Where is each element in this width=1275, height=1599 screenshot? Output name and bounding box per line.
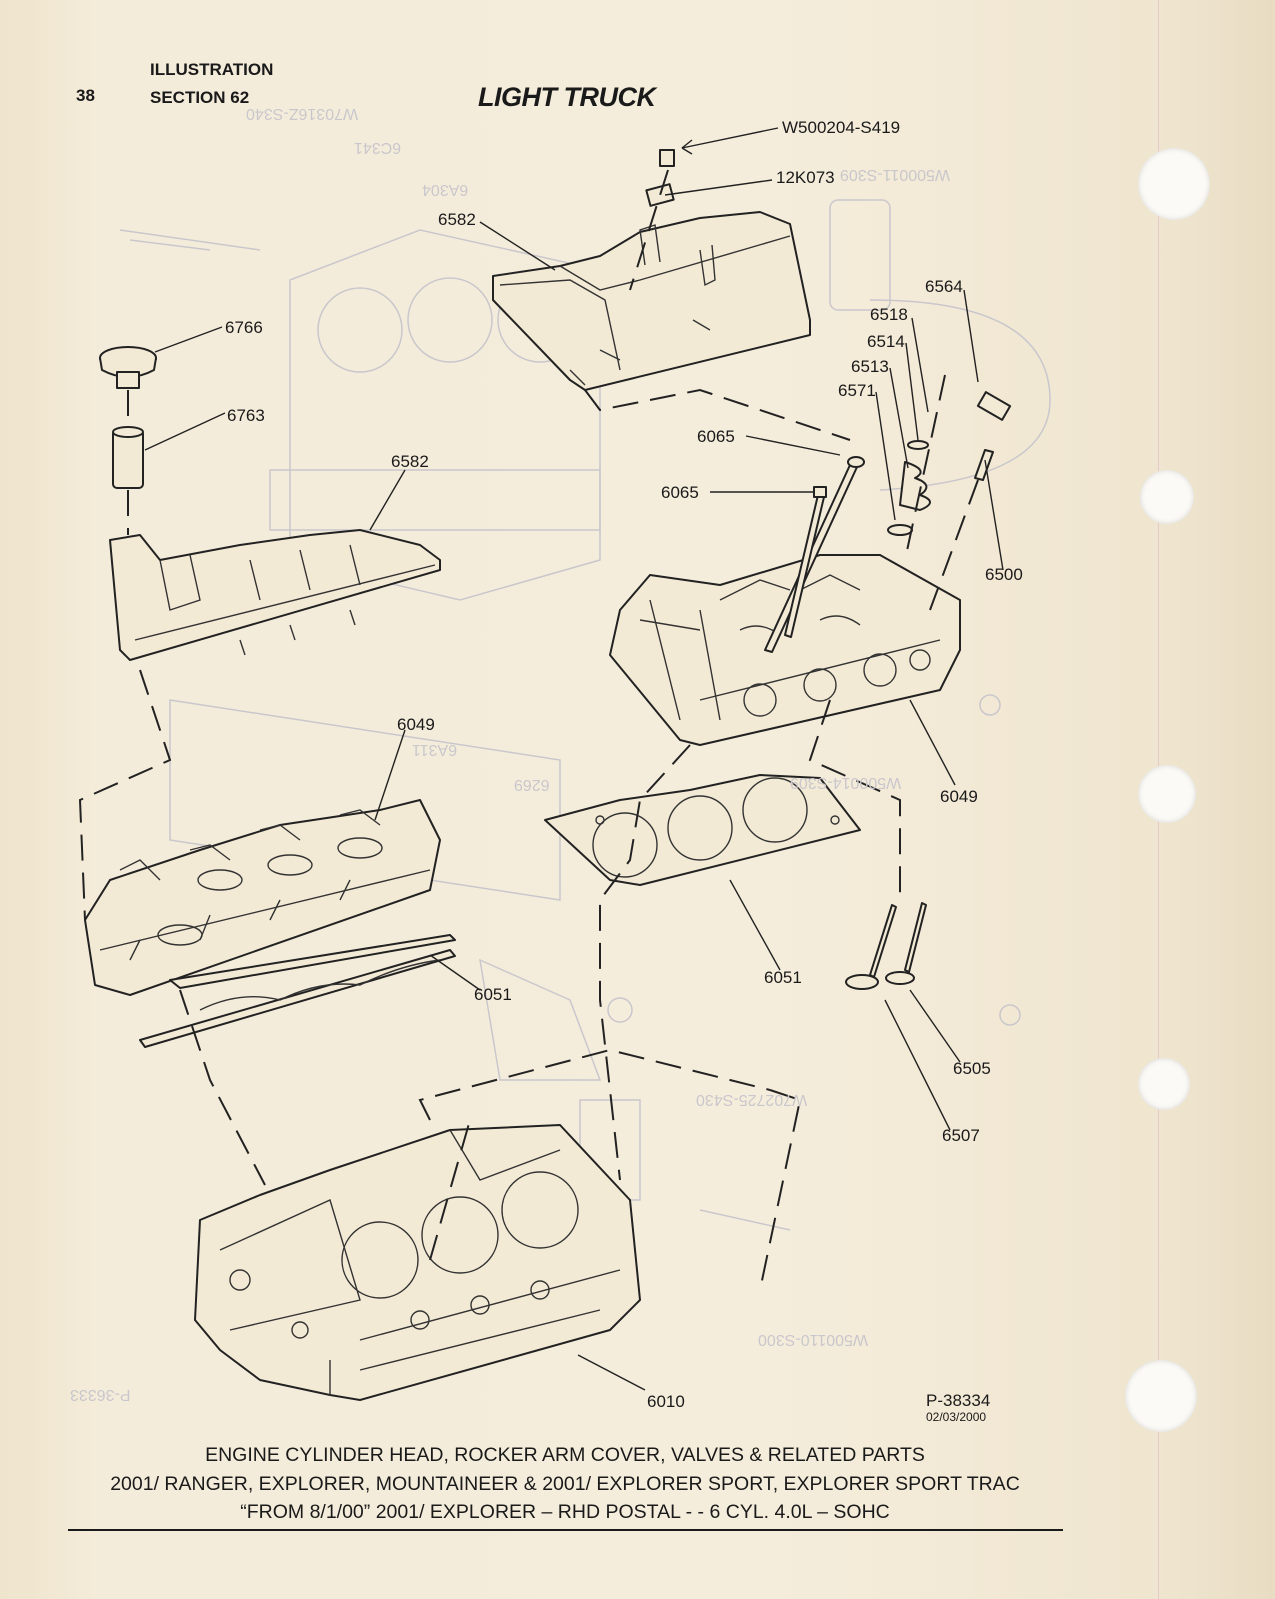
binder-hole xyxy=(1138,765,1196,823)
bleed-through-text: 6269 xyxy=(514,776,550,793)
label-6010: 6010 xyxy=(647,1392,685,1411)
label-6065-lower: 6065 xyxy=(661,483,699,502)
drawing-date: 02/03/2000 xyxy=(926,1410,987,1424)
leader-lines xyxy=(144,127,1004,1391)
label-6582-left: 6582 xyxy=(391,452,429,471)
binder-hole xyxy=(1125,1360,1197,1432)
label-6763: 6763 xyxy=(227,406,265,425)
caption-line-3: “FROM 8/1/00” 2001/ EXPLORER – RHD POSTA… xyxy=(240,1501,890,1523)
label-6571: 6571 xyxy=(838,381,876,400)
rocker-cover-left xyxy=(109,529,441,661)
label-6049-right: 6049 xyxy=(940,787,978,806)
oil-filler-tube xyxy=(112,390,144,535)
label-6766: 6766 xyxy=(225,318,263,337)
label-6500: 6500 xyxy=(985,565,1023,584)
bolt-w500204 xyxy=(629,149,675,291)
bleed-through-text: W702725-S430 xyxy=(696,1091,808,1108)
binder-hole xyxy=(1140,470,1194,524)
bleed-through-text: P-36333 xyxy=(70,1386,131,1403)
bleed-through-text: 6A311 xyxy=(412,741,458,758)
page-number: 38 xyxy=(76,86,95,105)
label-6582-top: 6582 xyxy=(438,210,476,229)
page-title: LIGHT TRUCK xyxy=(478,82,656,112)
engine-block xyxy=(194,1124,641,1401)
rocker-cover-right xyxy=(492,211,811,391)
section-number: SECTION 62 xyxy=(150,88,250,107)
label-w500204-s419: W500204-S419 xyxy=(782,118,901,137)
assembly-centerlines xyxy=(78,388,901,1291)
label-6518: 6518 xyxy=(870,305,908,324)
binder-hole xyxy=(1138,1058,1190,1110)
bleed-through-text: W500110-S300 xyxy=(758,1331,868,1348)
bleed-through-text: W500014-S309 xyxy=(790,774,902,791)
label-6564: 6564 xyxy=(925,277,963,296)
label-6507: 6507 xyxy=(942,1126,980,1145)
label-6513: 6513 xyxy=(851,357,889,376)
cylinder-head-left xyxy=(84,799,441,996)
studs-6065 xyxy=(764,456,865,653)
caption-line-2: 2001/ RANGER, EXPLORER, MOUNTAINEER & 20… xyxy=(110,1473,1020,1495)
head-gasket-left xyxy=(139,934,456,1048)
valves xyxy=(845,902,927,990)
footer-rule xyxy=(68,1529,1063,1531)
bleed-through-text: 6C341 xyxy=(354,139,402,156)
cylinder-head-right xyxy=(609,554,961,746)
label-6051-right: 6051 xyxy=(764,968,802,987)
caption-line-1: ENGINE CYLINDER HEAD, ROCKER ARM COVER, … xyxy=(205,1444,925,1466)
oil-filler-cap xyxy=(99,346,157,389)
label-6514: 6514 xyxy=(867,332,905,351)
drawing-number: P-38334 xyxy=(926,1391,991,1410)
label-6065-upper: 6065 xyxy=(697,427,735,446)
bleed-through-text: W500011-S309 xyxy=(840,166,950,183)
label-6505: 6505 xyxy=(953,1059,991,1078)
valve-spring-assembly xyxy=(887,374,1012,611)
bleed-through-text: 6A304 xyxy=(422,181,469,198)
head-gasket-right xyxy=(544,774,861,886)
label-6051-left: 6051 xyxy=(474,985,512,1004)
section-label: ILLUSTRATION xyxy=(150,60,274,79)
bleed-through-text: W70316Z-S340 xyxy=(246,105,359,122)
binder-hole xyxy=(1138,148,1210,220)
label-12k073: 12K073 xyxy=(776,168,835,187)
label-6049-left: 6049 xyxy=(397,715,435,734)
